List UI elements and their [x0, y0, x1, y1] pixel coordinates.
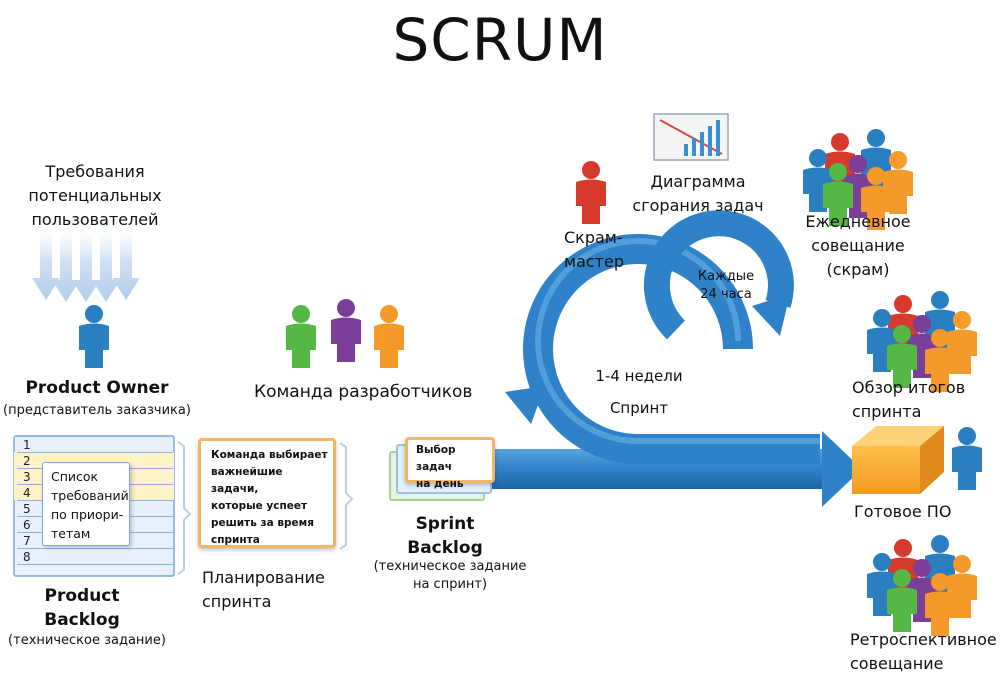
customer-icon: [952, 427, 982, 490]
product-backlog-subtitle: (техническое задание): [8, 633, 166, 648]
sprint-planning-note: Команда выбирает важнейшие задачи, котор…: [198, 438, 336, 548]
scrum-master-label: Скрам- мастер: [564, 228, 624, 271]
product-backlog-card: Список требований по приори- тетам: [42, 462, 130, 546]
daily-loop-arrow: [643, 210, 794, 340]
requirements-label: Требования потенциальных пользователей: [28, 162, 162, 229]
burndown-chart-icon: [653, 113, 729, 161]
requirements-arrows: [32, 220, 140, 302]
sprint-backlog-note: Выбор задач на день: [405, 437, 495, 490]
team-member-purple-icon: [331, 299, 361, 362]
sprint-label: Спринт: [609, 399, 669, 417]
backlog-row: 1: [17, 437, 173, 453]
sprint-loop-arrow: [505, 234, 820, 465]
team-member-orange-icon: [374, 305, 404, 368]
sprint-duration: 1-4 недели: [595, 367, 683, 385]
sprint-backlog-title: Sprint Backlog: [407, 514, 483, 558]
burndown-label: Диаграмма сгорания задач: [632, 172, 764, 215]
retrospective-label: Ретроспективное совещание: [850, 630, 997, 673]
backlog-row: 7: [17, 533, 173, 549]
product-box-icon: [852, 426, 944, 494]
product-owner-role: (представитель заказчика): [3, 403, 191, 418]
team-member-green-icon: [286, 305, 316, 368]
diagram-title: SCRUM: [392, 6, 608, 74]
retrospective-group-icon: [867, 535, 977, 636]
daily-duration: Каждые 24 часа: [697, 269, 755, 302]
daily-meeting-label: Ежедневное совещание (скрам): [805, 212, 911, 279]
product-label: Готовое ПО: [854, 502, 952, 521]
team-label: Команда разработчиков: [254, 382, 473, 402]
backlog-row: 8: [17, 549, 173, 565]
sprint-planning-label: Планирование спринта: [202, 568, 325, 611]
product-owner-icon: [79, 305, 109, 368]
sprint-backlog-subtitle: (техническое задание на спринт): [373, 559, 527, 592]
sprint-review-label: Обзор итогов спринта: [852, 378, 966, 421]
product-owner-label: Product Owner: [25, 378, 169, 398]
scrum-master-icon: [576, 161, 606, 224]
product-backlog-title: Product Backlog: [44, 586, 120, 630]
